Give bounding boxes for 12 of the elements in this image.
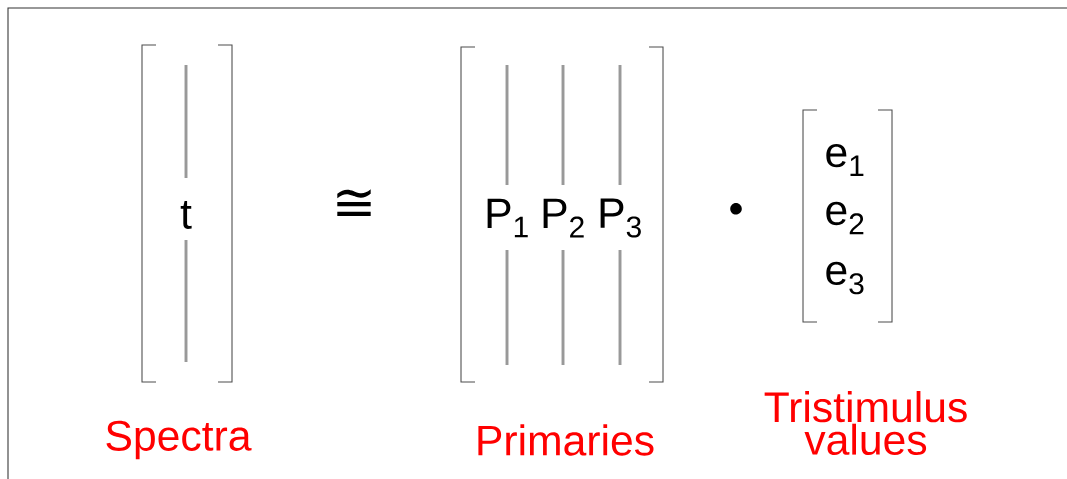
matrix-entry: P$_{3}$ [600,198,641,238]
matrix-entry: t [180,201,192,229]
caption-label: Spectra [106,420,252,460]
caption-label: Primaries [478,424,654,456]
matrix-entry: e$_{2}$ [826,201,864,235]
caption-label: Tristimulus values [764,391,967,455]
matrix-entry: P$_{2}$ [543,198,584,238]
dot-operator: • [730,203,742,215]
matrix-entry: e$_{3}$ [826,261,864,295]
approx-equal-sign: ≅ [337,189,371,217]
matrix-entry: e$_{1}$ [826,143,864,177]
matrix-entry: P$_{1}$ [487,198,528,238]
